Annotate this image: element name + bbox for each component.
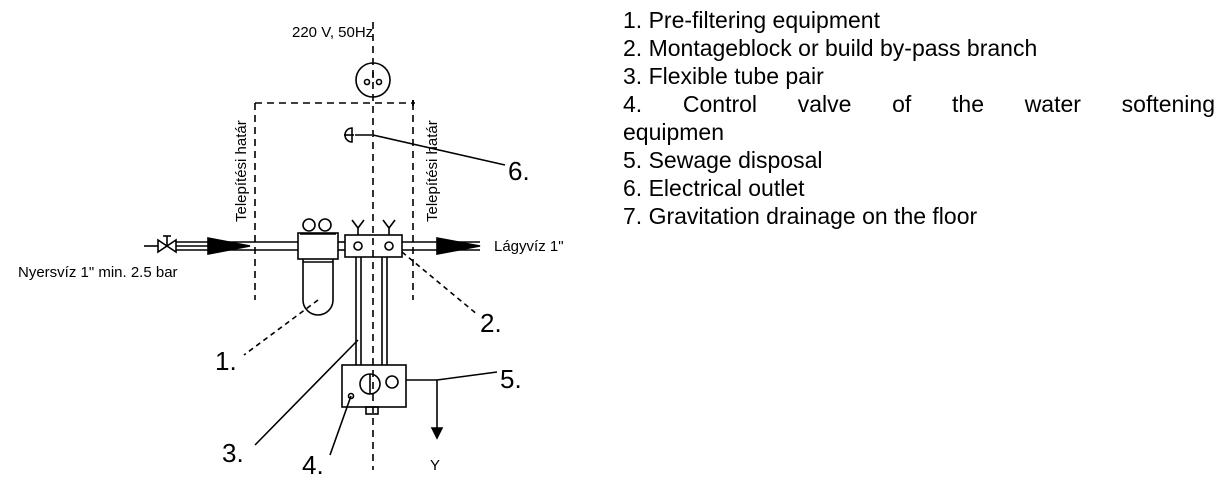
pre-filter-head bbox=[297, 232, 339, 260]
legend-item-4-continued: equipmen bbox=[623, 119, 725, 145]
legend-item-2: 2. Montageblock or build by-pass branch bbox=[623, 35, 1038, 61]
drain-symbol: Y bbox=[430, 457, 440, 474]
outlet-label: Lágyvíz 1" bbox=[494, 238, 564, 255]
drain-arrow-icon bbox=[430, 427, 444, 440]
callout-5: 5. bbox=[500, 364, 522, 394]
legend-item-1: 1. Pre-filtering equipment bbox=[623, 7, 880, 33]
callout-2: 2. bbox=[480, 308, 502, 338]
callout-3: 3. bbox=[222, 438, 244, 468]
electrical-outlet-icon bbox=[344, 127, 353, 143]
outlet-arrow-icon bbox=[436, 237, 481, 255]
legend-item-5: 5. Sewage disposal bbox=[623, 147, 823, 173]
legend-item-6: 6. Electrical outlet bbox=[623, 175, 805, 201]
callout-1: 1. bbox=[215, 346, 237, 376]
legend-item-4: 4. Control valve of the water softening bbox=[623, 91, 1215, 117]
callout-4: 4. bbox=[302, 450, 324, 480]
inlet-arrow-icon bbox=[207, 237, 251, 255]
installation-diagram: 220 V, 50Hz Telepítési határ Telepítési … bbox=[18, 22, 564, 480]
inlet-valve-icon bbox=[157, 238, 177, 254]
boundary-label-right: Telepítési határ bbox=[424, 120, 441, 222]
pre-filter-bowl bbox=[302, 259, 334, 316]
boundary-label-left: Telepítési határ bbox=[233, 120, 250, 222]
legend-item-3: 3. Flexible tube pair bbox=[623, 63, 824, 89]
legend-item-7: 7. Gravitation drainage on the floor bbox=[623, 203, 978, 229]
inlet-label: Nyersvíz 1" min. 2.5 bar bbox=[18, 264, 178, 281]
montageblock bbox=[344, 234, 403, 258]
power-socket-icon bbox=[355, 62, 391, 98]
callout-6: 6. bbox=[508, 156, 530, 186]
legend-list: 1. Pre-filtering equipment 2. Montageblo… bbox=[623, 6, 1215, 230]
power-label: 220 V, 50Hz bbox=[292, 24, 373, 41]
